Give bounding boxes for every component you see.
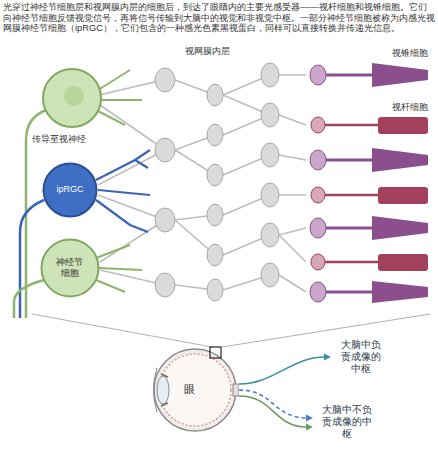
- cone-cells: [310, 63, 428, 87]
- rod-cells: [311, 117, 325, 133]
- rod-cells: [311, 187, 428, 204]
- eye-outline: [151, 346, 239, 434]
- rod-cells: [311, 254, 325, 270]
- connector-line: [239, 357, 325, 384]
- inner-layer-cells: [155, 63, 279, 301]
- inner-layer-wiring: [279, 75, 306, 292]
- cornea: [154, 368, 158, 412]
- rod-cells: [378, 254, 428, 271]
- eye-shape: 眼: [151, 346, 239, 434]
- cone-cells: [310, 282, 326, 302]
- node-text: 神经节细胞: [56, 257, 85, 280]
- inner-layer-cells: [155, 138, 175, 162]
- ganglion-cell: 神经节细胞: [40, 238, 100, 298]
- rod-cells: [325, 261, 378, 264]
- ganglion-cell: [43, 69, 101, 127]
- cone-cells: [310, 148, 428, 172]
- cone-cells: [310, 218, 326, 238]
- rod-cells: [378, 187, 428, 204]
- ganglion-dendrites: [96, 70, 142, 292]
- inner-layer-cells: [207, 84, 223, 106]
- rod-cells: [325, 124, 378, 127]
- inner-layer-cells: [261, 143, 279, 167]
- inner-layer-wiring: [98, 75, 306, 292]
- node-text: ipRGC: [56, 184, 83, 195]
- inner-layer-cells: [261, 103, 279, 127]
- ganglion-dendrites: [96, 245, 142, 292]
- cone-cells: [372, 63, 428, 87]
- inner-layer-cells: [207, 164, 223, 186]
- inner-layer-cells: [207, 204, 223, 226]
- part-label: 传导至视神经: [32, 134, 86, 145]
- eyeball: [154, 349, 236, 431]
- cone-cells: [310, 65, 326, 85]
- cone-cells: [326, 159, 372, 162]
- part-label: 视杆细胞: [392, 102, 428, 113]
- iprgc-cell: ipRGC: [42, 162, 98, 218]
- inner-layer-cells: [155, 208, 175, 232]
- rod-cells: [378, 117, 428, 134]
- iprgc-dendrites: [96, 150, 150, 232]
- brain-center: 大脑中负责成像的中枢: [334, 337, 387, 377]
- connector: [239, 396, 313, 431]
- inner-layer-cells: [207, 244, 223, 266]
- iprgc-dendrites: [96, 150, 150, 232]
- inner-layer-cells: [155, 68, 175, 92]
- node-text: 眼: [184, 383, 195, 397]
- part-label: 视锥细胞: [392, 48, 428, 59]
- inner-layer-cells: [261, 263, 279, 287]
- zoom-square: [210, 347, 221, 358]
- inner-layer-cells: [261, 183, 279, 207]
- connector: [239, 390, 313, 422]
- cone-cells: [372, 216, 428, 240]
- optic-nerve: [233, 384, 239, 396]
- retina-ring: [159, 354, 231, 426]
- cone-cells: [326, 227, 372, 230]
- part-label: 视网膜内层: [185, 46, 230, 57]
- inner-layer-cells: [207, 279, 223, 301]
- zoom-lines: [32, 314, 212, 347]
- connector-line: [239, 396, 307, 427]
- iris: [161, 374, 168, 406]
- rod-cells: [325, 194, 378, 197]
- inner-layer-cells: [207, 124, 223, 146]
- cone-cells: [326, 74, 372, 77]
- inner-layer-cells: [155, 273, 175, 297]
- cone-cells: [310, 281, 428, 303]
- arrow-head: [324, 354, 331, 361]
- inner-layer-cells: [261, 63, 279, 87]
- rod-cells: [311, 187, 325, 203]
- cone-cells: [310, 63, 428, 303]
- cone-cells: [310, 150, 326, 170]
- arrow-head: [306, 424, 313, 431]
- optic-axons: [14, 280, 44, 318]
- cone-cells: [372, 281, 428, 303]
- arrow-head: [306, 415, 313, 422]
- cone-cells: [326, 291, 372, 294]
- brain-center: 大脑中不负责成像的中枢: [316, 402, 378, 442]
- rod-cells: [311, 254, 428, 271]
- rod-cells: [311, 117, 428, 271]
- caption-text: 光穿过神经节细胞层和视网膜内层的细胞后，到达了眼睛内的主要光感受器——视杆细胞和…: [3, 2, 435, 34]
- ganglion-cell: [43, 69, 101, 127]
- ganglion-dendrites: [96, 70, 142, 125]
- inner-layer-cells: [261, 223, 279, 247]
- node-text: 大脑中负责成像的中枢: [336, 339, 385, 375]
- rod-cells: [311, 117, 428, 134]
- cell-body: [42, 240, 99, 297]
- optic-axons: [20, 200, 44, 318]
- cone-cells: [310, 216, 428, 240]
- lens: [157, 376, 169, 404]
- cone-cells: [372, 148, 428, 172]
- zoom-lines: [222, 314, 430, 347]
- cell-body: [44, 164, 97, 217]
- connector-line: [239, 390, 307, 418]
- connector: [239, 354, 331, 385]
- node-text: 大脑中不负责成像的中枢: [318, 404, 376, 440]
- ganglion-cell: [64, 86, 84, 106]
